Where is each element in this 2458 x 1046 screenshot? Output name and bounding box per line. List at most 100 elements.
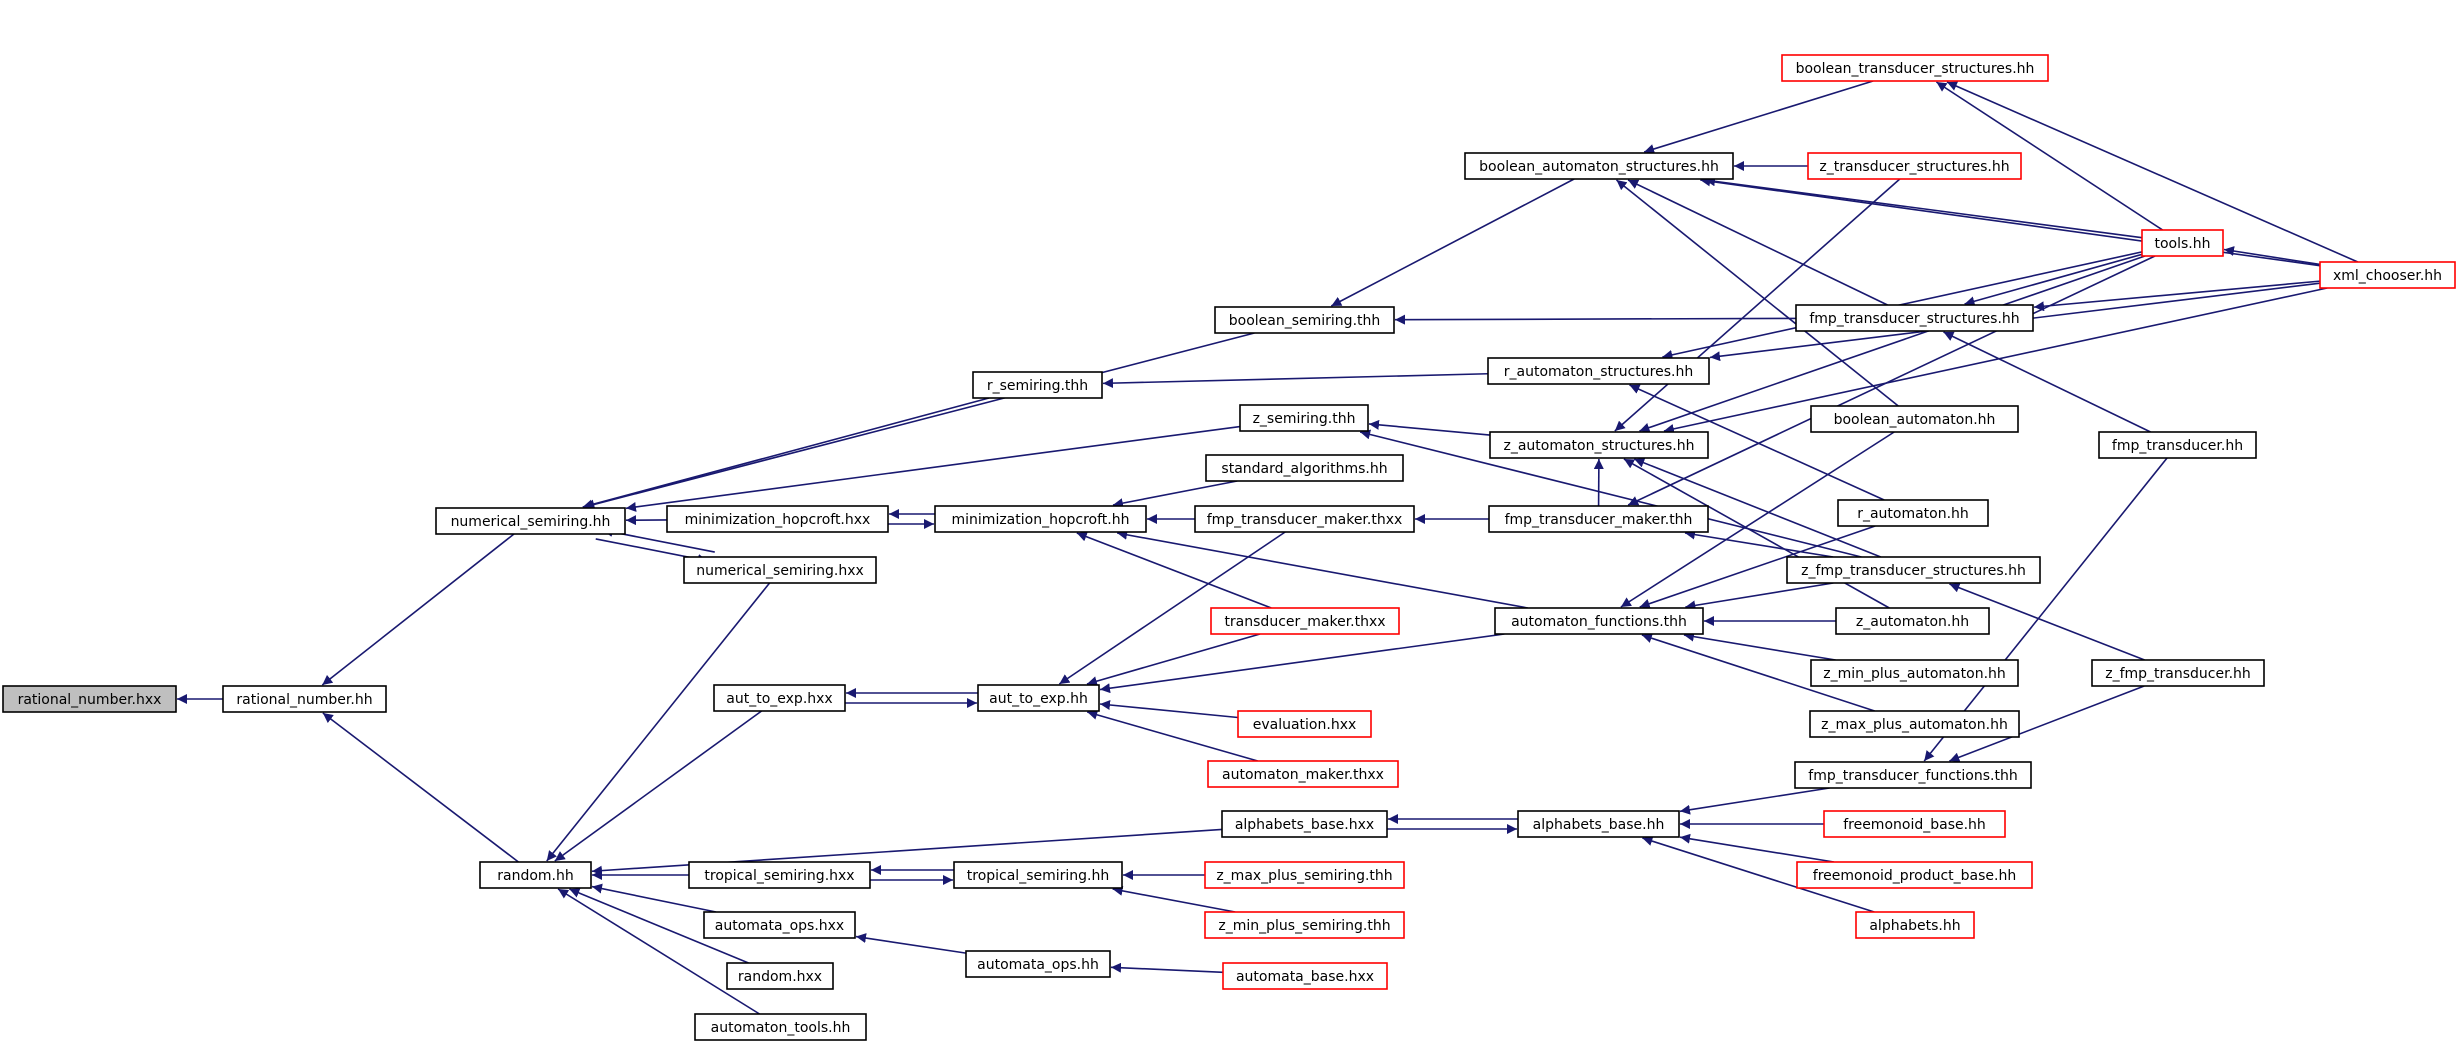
edge-z_transducer_structures_hh-to-z_automaton_structures_hh [1614,178,1901,432]
node-label: rational_number.hh [236,692,372,708]
edge-numerical_semiring_hh-to-rational_number_hh [321,533,515,686]
node-automaton_maker_thxx[interactable]: automaton_maker.thxx [1207,760,1399,788]
node-aut_to_exp_hh[interactable]: aut_to_exp.hh [977,684,1100,712]
node-minimization_hopcroft_hxx[interactable]: minimization_hopcroft.hxx [666,505,889,533]
node-z_fmp_transducer_hh[interactable]: z_fmp_transducer.hh [2091,659,2265,687]
node-label: z_automaton_structures.hh [1503,438,1694,454]
edge-xml_chooser_hh-to-z_automaton_structures_hh [1663,287,2328,434]
node-box [1835,607,1990,635]
node-label: automata_ops.hxx [715,918,844,934]
node-box [1464,152,1734,180]
node-automata_base_hxx[interactable]: automata_base.hxx [1222,962,1388,990]
node-xml_chooser_hh[interactable]: xml_chooser.hh [2319,261,2456,289]
edge-automaton_maker_thxx-to-aut_to_exp_hh [1087,709,1258,762]
node-boolean_automaton_structures_hh[interactable]: boolean_automaton_structures.hh [1464,152,1734,180]
node-tropical_semiring_hxx[interactable]: tropical_semiring.hxx [688,861,871,889]
node-z_fmp_transducer_structures_hh[interactable]: z_fmp_transducer_structures.hh [1786,556,2041,584]
node-label: minimization_hopcroft.hxx [685,512,871,528]
node-evaluation_hxx[interactable]: evaluation.hxx [1237,710,1372,738]
node-label: boolean_transducer_structures.hh [1796,61,2035,77]
node-box [1786,556,2041,584]
node-label: rational_number.hxx [18,692,162,708]
node-label: fmp_transducer_functions.thh [1808,768,2017,784]
edge-xml_chooser_hh-to-boolean_automaton_structures_hh [1700,176,2321,267]
edge-fmp_transducer_maker_thxx-to-aut_to_exp_hh [1058,531,1286,685]
node-box [1809,710,2020,738]
node-alphabets_base_hh[interactable]: alphabets_base.hh [1517,810,1680,838]
node-label: boolean_semiring.thh [1229,313,1381,329]
edge-automata_base_hxx-to-automata_ops_hh [1110,962,1224,974]
node-boolean_semiring_thh[interactable]: boolean_semiring.thh [1214,306,1395,334]
node-r_automaton_hh[interactable]: r_automaton.hh [1837,499,1989,527]
node-freemonoid_base_hh[interactable]: freemonoid_base.hh [1823,810,2006,838]
node-random_hh[interactable]: random.hh [479,861,592,889]
edge-numerical_semiring_hxx-to-random_hh [546,582,771,862]
node-r_semiring_thh[interactable]: r_semiring.thh [972,371,1103,399]
node-tools_hh[interactable]: tools.hh [2141,229,2224,257]
edge-z_automaton_hh-to-z_automaton_structures_hh [1623,458,1890,609]
node-automata_ops_hh[interactable]: automata_ops.hh [965,950,1111,978]
node-z_transducer_structures_hh[interactable]: z_transducer_structures.hh [1807,152,2022,180]
edge-standard_algorithms_hh-to-minimization_hopcroft_hh [1112,480,1238,509]
node-z_max_plus_semiring_thh[interactable]: z_max_plus_semiring.thh [1204,861,1405,889]
node-label: xml_chooser.hh [2333,268,2442,284]
node-numerical_semiring_hxx[interactable]: numerical_semiring.hxx [683,556,877,584]
nodes-layer: rational_number.hxx rational_number.hh num… [2,54,2456,1041]
node-box [2,685,177,713]
node-label: z_fmp_transducer_structures.hh [1801,563,2026,579]
node-z_min_plus_semiring_thh[interactable]: z_min_plus_semiring.thh [1204,911,1405,939]
node-transducer_maker_thxx[interactable]: transducer_maker.thxx [1210,607,1400,635]
edge-alphabets_hh-to-alphabets_base_hh [1642,836,1875,913]
edge-transducer_maker_thxx-to-aut_to_exp_hh [1086,633,1261,687]
node-fmp_transducer_maker_thxx[interactable]: fmp_transducer_maker.thxx [1194,505,1415,533]
node-label: evaluation.hxx [1253,717,1357,733]
node-automaton_functions_thh[interactable]: automaton_functions.thh [1494,607,1704,635]
node-boolean_automaton_hh[interactable]: boolean_automaton.hh [1810,405,2019,433]
node-box [2091,659,2265,687]
node-box [1810,659,2019,687]
edge-z_min_plus_automaton_hh-to-automaton_functions_thh [1683,631,1836,661]
node-z_min_plus_automaton_hh[interactable]: z_min_plus_automaton.hh [1810,659,2019,687]
node-z_automaton_hh[interactable]: z_automaton.hh [1835,607,1990,635]
edge-aut_to_exp_hxx-to-random_hh [554,710,763,862]
node-box [1207,760,1399,788]
node-standard_algorithms_hh[interactable]: standard_algorithms.hh [1205,454,1404,482]
node-rational_number_hh[interactable]: rational_number.hh [222,685,387,713]
node-alphabets_base_hxx[interactable]: alphabets_base.hxx [1221,810,1388,838]
node-r_automaton_structures_hh[interactable]: r_automaton_structures.hh [1487,357,1710,385]
node-label: fmp_transducer_maker.thxx [1207,512,1403,528]
node-box [1214,306,1395,334]
node-automata_ops_hxx[interactable]: automata_ops.hxx [703,911,856,939]
node-minimization_hopcroft_hh[interactable]: minimization_hopcroft.hh [934,505,1147,533]
node-fmp_transducer_functions_thh[interactable]: fmp_transducer_functions.thh [1794,761,2032,789]
node-box [1517,810,1680,838]
node-z_max_plus_automaton_hh[interactable]: z_max_plus_automaton.hh [1809,710,2020,738]
node-box [688,861,871,889]
node-fmp_transducer_maker_thh[interactable]: fmp_transducer_maker.thh [1488,505,1709,533]
node-freemonoid_product_base_hh[interactable]: freemonoid_product_base.hh [1796,861,2033,889]
node-fmp_transducer_structures_hh[interactable]: fmp_transducer_structures.hh [1795,304,2034,332]
edge-z_fmp_transducer_hh-to-fmp_transducer_functions_thh [1949,685,2145,763]
node-box [683,556,877,584]
node-z_semiring_thh[interactable]: z_semiring.thh [1239,404,1369,432]
node-random_hxx[interactable]: random.hxx [726,962,834,990]
node-boolean_transducer_structures_hh[interactable]: boolean_transducer_structures.hh [1781,54,2049,82]
node-z_automaton_structures_hh[interactable]: z_automaton_structures.hh [1489,431,1709,459]
node-box [1807,152,2022,180]
node-fmp_transducer_hh[interactable]: fmp_transducer.hh [2098,431,2257,459]
node-box [1205,454,1404,482]
node-label: z_transducer_structures.hh [1819,159,2009,175]
node-label: tools.hh [2155,236,2211,252]
node-automaton_tools_hh[interactable]: automaton_tools.hh [694,1013,867,1041]
node-tropical_semiring_hh[interactable]: tropical_semiring.hh [953,861,1123,889]
node-box [713,684,846,712]
node-alphabets_hh[interactable]: alphabets.hh [1855,911,1975,939]
node-aut_to_exp_hxx[interactable]: aut_to_exp.hxx [713,684,846,712]
node-label: automata_base.hxx [1236,969,1374,985]
node-label: standard_algorithms.hh [1221,461,1387,477]
node-label: automata_ops.hh [977,957,1099,973]
node-label: z_semiring.thh [1253,411,1356,427]
node-numerical_semiring_hh[interactable]: numerical_semiring.hh [435,507,626,535]
edge-r_automaton_hh-to-automaton_functions_thh [1639,525,1876,609]
